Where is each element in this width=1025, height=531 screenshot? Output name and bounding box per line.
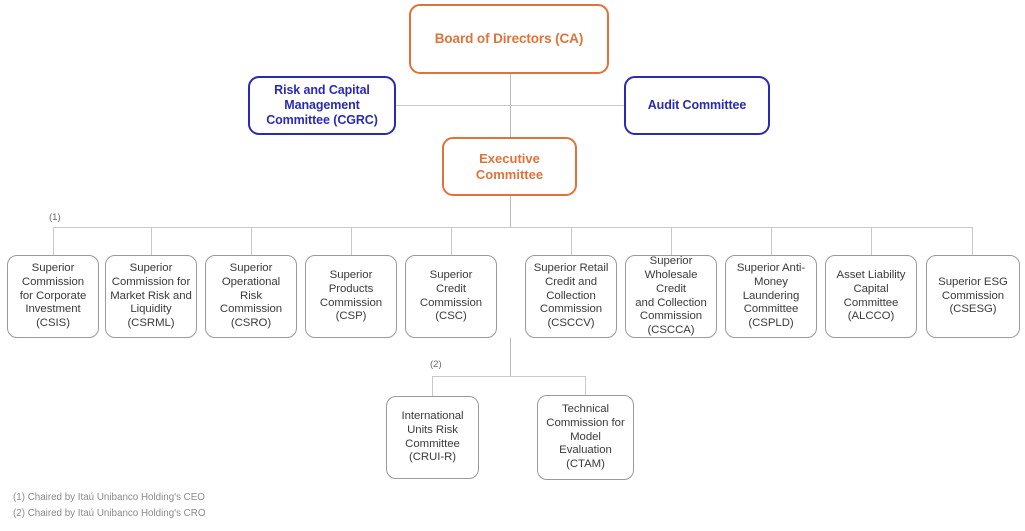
node-commission-csesg[interactable]: Superior ESG Commission (CSESG) <box>926 255 1020 338</box>
node-commission-csro-label: Superior Operational Risk Commission (CS… <box>219 261 283 330</box>
node-commission-cspld-label: Superior Anti- Money Laundering Committe… <box>736 261 806 330</box>
node-commission-csc-label: Superior Credit Commission (CSC) <box>419 268 483 323</box>
node-commission-csrml-label: Superior Commission for Market Risk and … <box>110 261 192 330</box>
connector-drop-8 <box>771 227 772 255</box>
node-subcommittee-crui-r-label: International Units Risk Committee (CRUI… <box>401 409 464 464</box>
connector-cgrc-audit <box>396 105 625 106</box>
footnote-2: (2) Chaired by Itaú Unibanco Holding's C… <box>13 508 206 520</box>
node-commission-csesg-label: Superior ESG Commission (CSESG) <box>938 275 1008 316</box>
node-commission-alcco-label: Asset Liability Capital Committee (ALCCO… <box>836 268 906 323</box>
connector-commission-bus <box>53 227 973 228</box>
node-risk-capital-management-committee-label: Risk and Capital Management Committee (C… <box>266 82 378 128</box>
node-commission-csc[interactable]: Superior Credit Commission (CSC) <box>405 255 497 338</box>
node-commission-csccv[interactable]: Superior Retail Credit and Collection Co… <box>525 255 617 338</box>
connector-sub-drop-2 <box>585 376 586 395</box>
node-subcommittee-crui-r[interactable]: International Units Risk Committee (CRUI… <box>386 396 479 479</box>
node-commission-csis[interactable]: Superior Commission for Corporate Invest… <box>7 255 99 338</box>
connector-drop-1 <box>53 227 54 255</box>
node-executive-committee-label: Executive Committee <box>475 150 544 182</box>
connector-drop-10 <box>972 227 973 255</box>
footnote-marker-1: (1) <box>49 212 61 223</box>
node-risk-capital-management-committee[interactable]: Risk and Capital Management Committee (C… <box>248 76 396 135</box>
footnote-1: (1) Chaired by Itaú Unibanco Holding's C… <box>13 492 205 504</box>
node-board-of-directors[interactable]: Board of Directors (CA) <box>409 4 609 74</box>
footnote-marker-2: (2) <box>430 359 442 370</box>
node-commission-cspld[interactable]: Superior Anti- Money Laundering Committe… <box>725 255 817 338</box>
connector-trunk-bus-to-sub <box>510 338 511 376</box>
node-audit-committee-label: Audit Committee <box>647 97 747 112</box>
connector-drop-2 <box>151 227 152 255</box>
connector-drop-3 <box>251 227 252 255</box>
connector-drop-5 <box>451 227 452 255</box>
node-commission-csccv-label: Superior Retail Credit and Collection Co… <box>533 261 609 330</box>
connector-drop-9 <box>871 227 872 255</box>
node-audit-committee[interactable]: Audit Committee <box>624 76 770 135</box>
node-commission-alcco[interactable]: Asset Liability Capital Committee (ALCCO… <box>825 255 917 338</box>
connector-drop-7 <box>671 227 672 255</box>
connector-trunk-board-to-executive <box>510 74 511 138</box>
node-board-of-directors-label: Board of Directors (CA) <box>434 30 584 46</box>
connector-sub-drop-1 <box>432 376 433 396</box>
node-commission-csp[interactable]: Superior Products Commission (CSP) <box>305 255 397 338</box>
node-subcommittee-ctam[interactable]: Technical Commission for Model Evaluatio… <box>537 395 634 480</box>
node-commission-cscca[interactable]: Superior Wholesale Credit and Collection… <box>625 255 717 338</box>
connector-drop-6 <box>571 227 572 255</box>
footnotes-block: (1) Chaired by Itaú Unibanco Holding's C… <box>13 490 205 522</box>
connector-drop-4 <box>351 227 352 255</box>
connector-trunk-executive-to-bus <box>510 196 511 227</box>
node-commission-csro[interactable]: Superior Operational Risk Commission (CS… <box>205 255 297 338</box>
node-commission-csrml[interactable]: Superior Commission for Market Risk and … <box>105 255 197 338</box>
node-commission-cscca-label: Superior Wholesale Credit and Collection… <box>635 254 707 337</box>
node-commission-csis-label: Superior Commission for Corporate Invest… <box>19 261 87 330</box>
connector-sub-bus <box>432 376 586 377</box>
node-subcommittee-ctam-label: Technical Commission for Model Evaluatio… <box>546 402 625 471</box>
node-commission-csp-label: Superior Products Commission (CSP) <box>319 268 383 323</box>
node-executive-committee[interactable]: Executive Committee <box>442 137 577 196</box>
